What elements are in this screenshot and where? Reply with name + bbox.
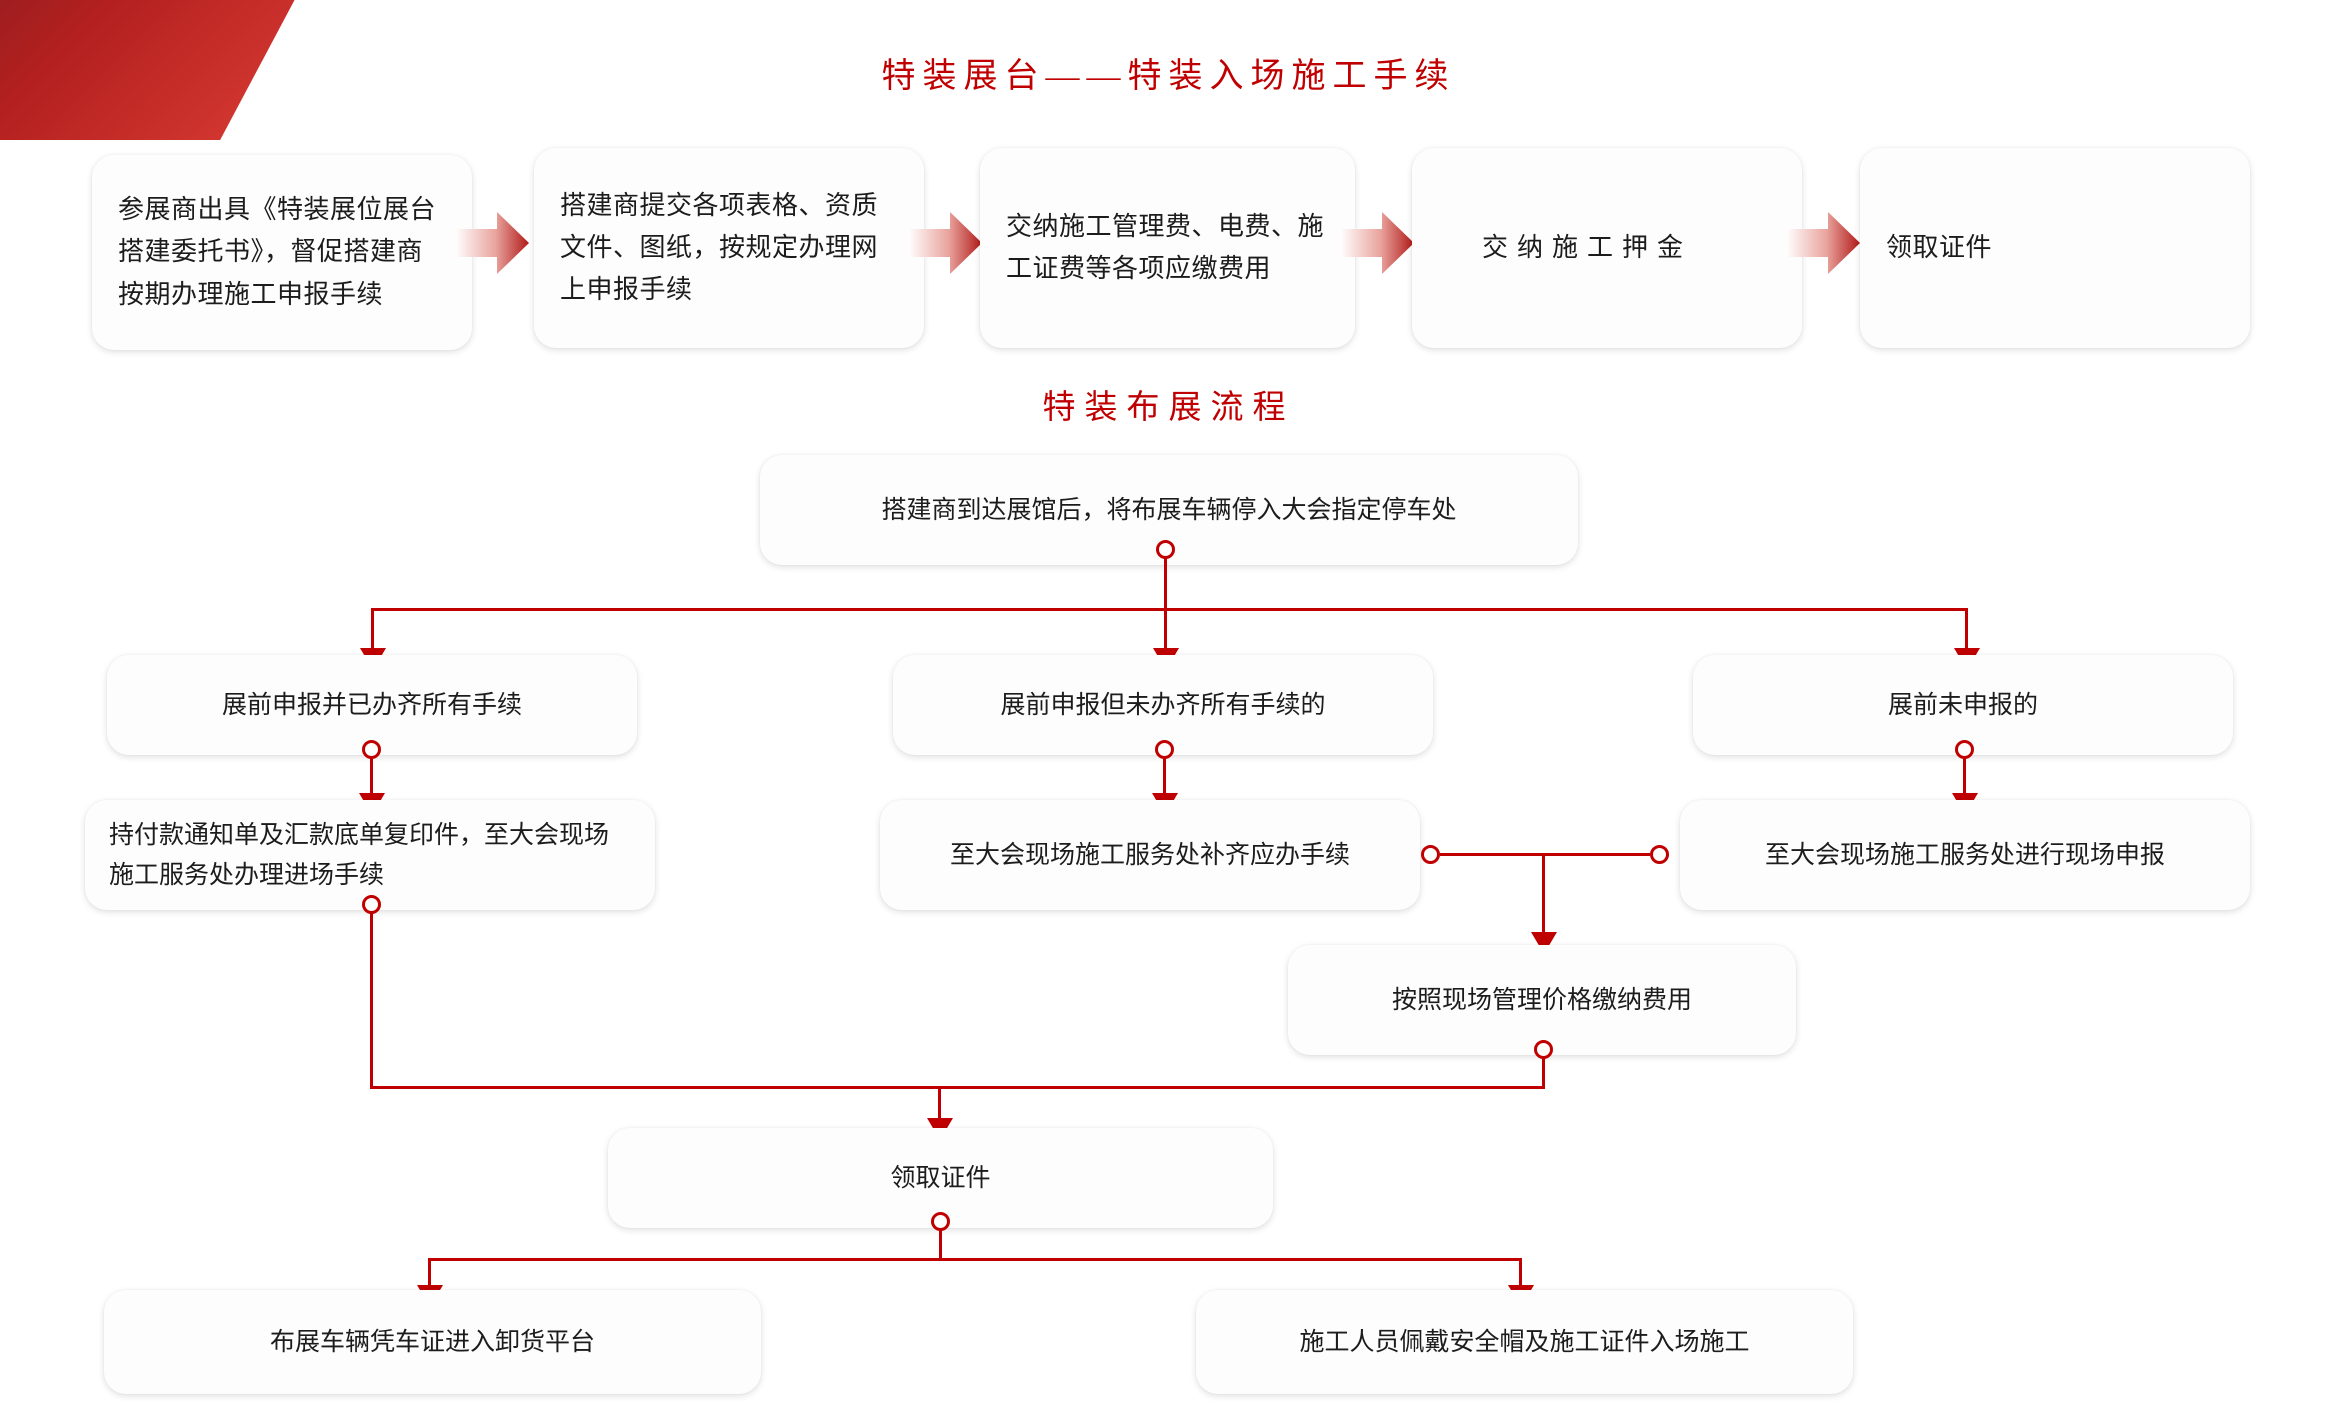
connector-line-badge-down bbox=[939, 1230, 942, 1260]
flow-outcome-worker-label: 施工人员佩戴安全帽及施工证件入场施工 bbox=[1299, 1328, 1750, 1356]
connector-line-middle-action bbox=[1163, 758, 1166, 798]
connector-bus-outcomes bbox=[428, 1258, 1522, 1261]
connector-join-actions bbox=[1440, 853, 1650, 856]
flow-action-right-label: 至大会现场施工服务处进行现场申报 bbox=[1764, 841, 2165, 869]
flow-branch-right[interactable]: 展前未申报的 bbox=[1693, 655, 2233, 755]
procedure-step-4[interactable]: 交纳施工押金 bbox=[1412, 148, 1802, 348]
flow-badge-label: 领取证件 bbox=[890, 1164, 991, 1192]
procedure-step-1-label: 参展商出具《特装展位展台搭建委托书》，督促搭建商按期办理施工申报手续 bbox=[118, 195, 437, 309]
connector-dot-branch-right bbox=[1955, 740, 1974, 759]
procedure-step-1[interactable]: 参展商出具《特装展位展台搭建委托书》，督促搭建商按期办理施工申报手续 bbox=[92, 155, 472, 350]
connector-line-outcome-right bbox=[1519, 1258, 1522, 1290]
flow-branch-middle-label: 展前申报但未办齐所有手续的 bbox=[1000, 691, 1326, 719]
connector-dot-branch-middle bbox=[1155, 740, 1174, 759]
connector-line-branch-left bbox=[371, 608, 374, 653]
connector-line-to-payment bbox=[1542, 853, 1545, 939]
flow-payment-node[interactable]: 按照现场管理价格缴纳费用 bbox=[1288, 945, 1796, 1055]
chevron-arrow-1 bbox=[455, 212, 529, 274]
flow-branch-middle[interactable]: 展前申报但未办齐所有手续的 bbox=[893, 655, 1433, 755]
chevron-arrow-3 bbox=[1340, 212, 1414, 274]
connector-line-outcome-left bbox=[428, 1258, 431, 1290]
flow-start-label: 搭建商到达展馆后，将布展车辆停入大会指定停车处 bbox=[881, 496, 1457, 524]
flow-action-right[interactable]: 至大会现场施工服务处进行现场申报 bbox=[1680, 800, 2250, 910]
connector-line-branch-right bbox=[1965, 608, 1968, 653]
connector-bus-branches bbox=[371, 608, 1968, 611]
flow-action-left[interactable]: 持付款通知单及汇款底单复印件，至大会现场施工服务处办理进场手续 bbox=[85, 800, 655, 910]
connector-dot-badge bbox=[931, 1212, 950, 1231]
connector-dot-branch-left bbox=[362, 740, 381, 759]
connector-dot-start bbox=[1156, 540, 1175, 559]
connector-line-start-down bbox=[1164, 558, 1167, 610]
connector-dot-action-middle-right bbox=[1421, 845, 1440, 864]
procedure-step-3[interactable]: 交纳施工管理费、电费、施工证费等各项应缴费用 bbox=[980, 148, 1355, 348]
flow-branch-left-label: 展前申报并已办齐所有手续 bbox=[221, 691, 522, 719]
flow-action-middle-label: 至大会现场施工服务处补齐应办手续 bbox=[949, 841, 1350, 869]
connector-line-payment-down bbox=[1542, 1058, 1545, 1088]
connector-line-right-action bbox=[1963, 758, 1966, 798]
flow-outcome-vehicle[interactable]: 布展车辆凭车证进入卸货平台 bbox=[104, 1290, 761, 1394]
connector-line-left-action-down bbox=[370, 913, 373, 1088]
procedure-step-2-label: 搭建商提交各项表格、资质文件、图纸，按规定办理网上申报手续 bbox=[560, 190, 879, 305]
procedure-step-4-label: 交纳施工押金 bbox=[1482, 232, 1693, 262]
connector-line-left-action bbox=[370, 758, 373, 798]
flow-payment-label: 按照现场管理价格缴纳费用 bbox=[1391, 986, 1692, 1014]
connector-bus-to-badge bbox=[370, 1086, 1545, 1089]
procedure-step-5[interactable]: 领取证件 bbox=[1860, 148, 2250, 348]
flow-action-left-label: 持付款通知单及汇款底单复印件，至大会现场施工服务处办理进场手续 bbox=[109, 821, 610, 889]
connector-line-badge-drop bbox=[938, 1086, 941, 1124]
flow-badge-node[interactable]: 领取证件 bbox=[608, 1128, 1273, 1228]
connector-dot-action-right-left bbox=[1650, 845, 1669, 864]
connector-dot-action-left bbox=[362, 895, 381, 914]
procedure-step-5-label: 领取证件 bbox=[1886, 232, 1993, 262]
connector-dot-payment bbox=[1534, 1040, 1553, 1059]
flow-branch-left[interactable]: 展前申报并已办齐所有手续 bbox=[107, 655, 637, 755]
procedure-step-2[interactable]: 搭建商提交各项表格、资质文件、图纸，按规定办理网上申报手续 bbox=[534, 148, 924, 348]
section-title-flow: 特装布展流程 bbox=[1042, 390, 1295, 426]
flow-branch-right-label: 展前未申报的 bbox=[1887, 691, 2038, 719]
connector-line-branch-middle bbox=[1164, 608, 1167, 653]
flow-outcome-vehicle-label: 布展车辆凭车证进入卸货平台 bbox=[269, 1328, 595, 1356]
chevron-arrow-2 bbox=[908, 212, 982, 274]
flow-outcome-worker[interactable]: 施工人员佩戴安全帽及施工证件入场施工 bbox=[1196, 1290, 1853, 1394]
flow-action-middle[interactable]: 至大会现场施工服务处补齐应办手续 bbox=[880, 800, 1420, 910]
section-title-procedure: 特装展台——特装入场施工手续 bbox=[881, 58, 1456, 95]
chevron-arrow-4 bbox=[1786, 212, 1860, 274]
procedure-step-3-label: 交纳施工管理费、电费、施工证费等各项应缴费用 bbox=[1006, 211, 1325, 283]
